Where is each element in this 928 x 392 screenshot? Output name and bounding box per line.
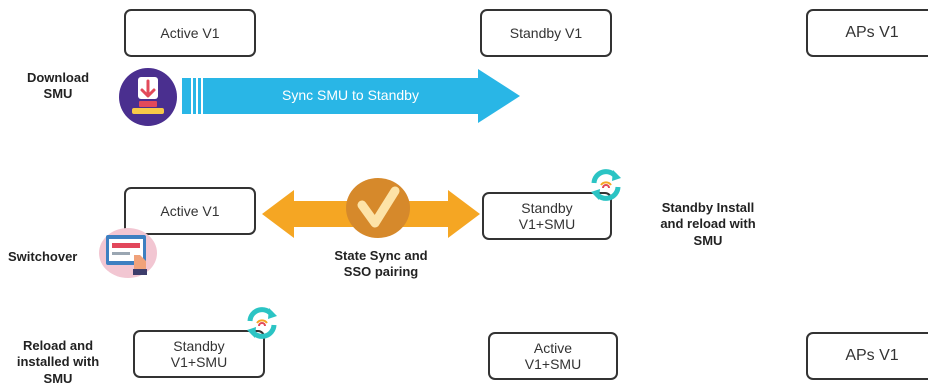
download-smu-label: Download SMU <box>26 70 90 102</box>
reload-installed-label: Reload and installed with SMU <box>16 338 100 386</box>
standby-v1-smu-bottom-label: Standby V1+SMU <box>170 337 228 370</box>
standby-install-label: Standby Install and reload with SMU <box>660 200 756 248</box>
sync-smu-arrow <box>182 69 520 123</box>
standby-v1-smu-mid-box: Standby V1+SMU <box>482 192 612 240</box>
reload-icon <box>247 307 277 339</box>
active-v1-smu-bottom-box: Active V1+SMU <box>488 332 618 380</box>
aps-v1-top-box: APs V1 <box>806 9 928 57</box>
active-v1-smu-bottom-label: Active V1+SMU <box>524 339 582 372</box>
checkmark-badge-icon <box>346 178 410 238</box>
standby-v1-top-box: Standby V1 <box>480 9 612 57</box>
active-v1-mid-box: Active V1 <box>124 187 256 235</box>
standby-v1-smu-mid-label: Standby V1+SMU <box>518 199 576 232</box>
switchover-icon <box>99 228 157 278</box>
sync-smu-arrow-label: Sync SMU to Standby <box>282 87 419 103</box>
state-sync-label: State Sync and SSO pairing <box>334 248 428 280</box>
standby-v1-smu-bottom-box: Standby V1+SMU <box>133 330 265 378</box>
active-v1-top-box: Active V1 <box>124 9 256 57</box>
aps-v1-top-label: APs V1 <box>845 23 899 41</box>
active-v1-top-label: Active V1 <box>160 24 220 41</box>
aps-v1-bottom-label: APs V1 <box>845 346 899 364</box>
aps-v1-bottom-box: APs V1 <box>806 332 928 380</box>
switchover-label: Switchover <box>8 249 78 264</box>
active-v1-mid-label: Active V1 <box>160 202 220 219</box>
download-icon <box>119 68 177 126</box>
reload-icon <box>591 169 621 201</box>
standby-v1-top-label: Standby V1 <box>509 24 583 41</box>
